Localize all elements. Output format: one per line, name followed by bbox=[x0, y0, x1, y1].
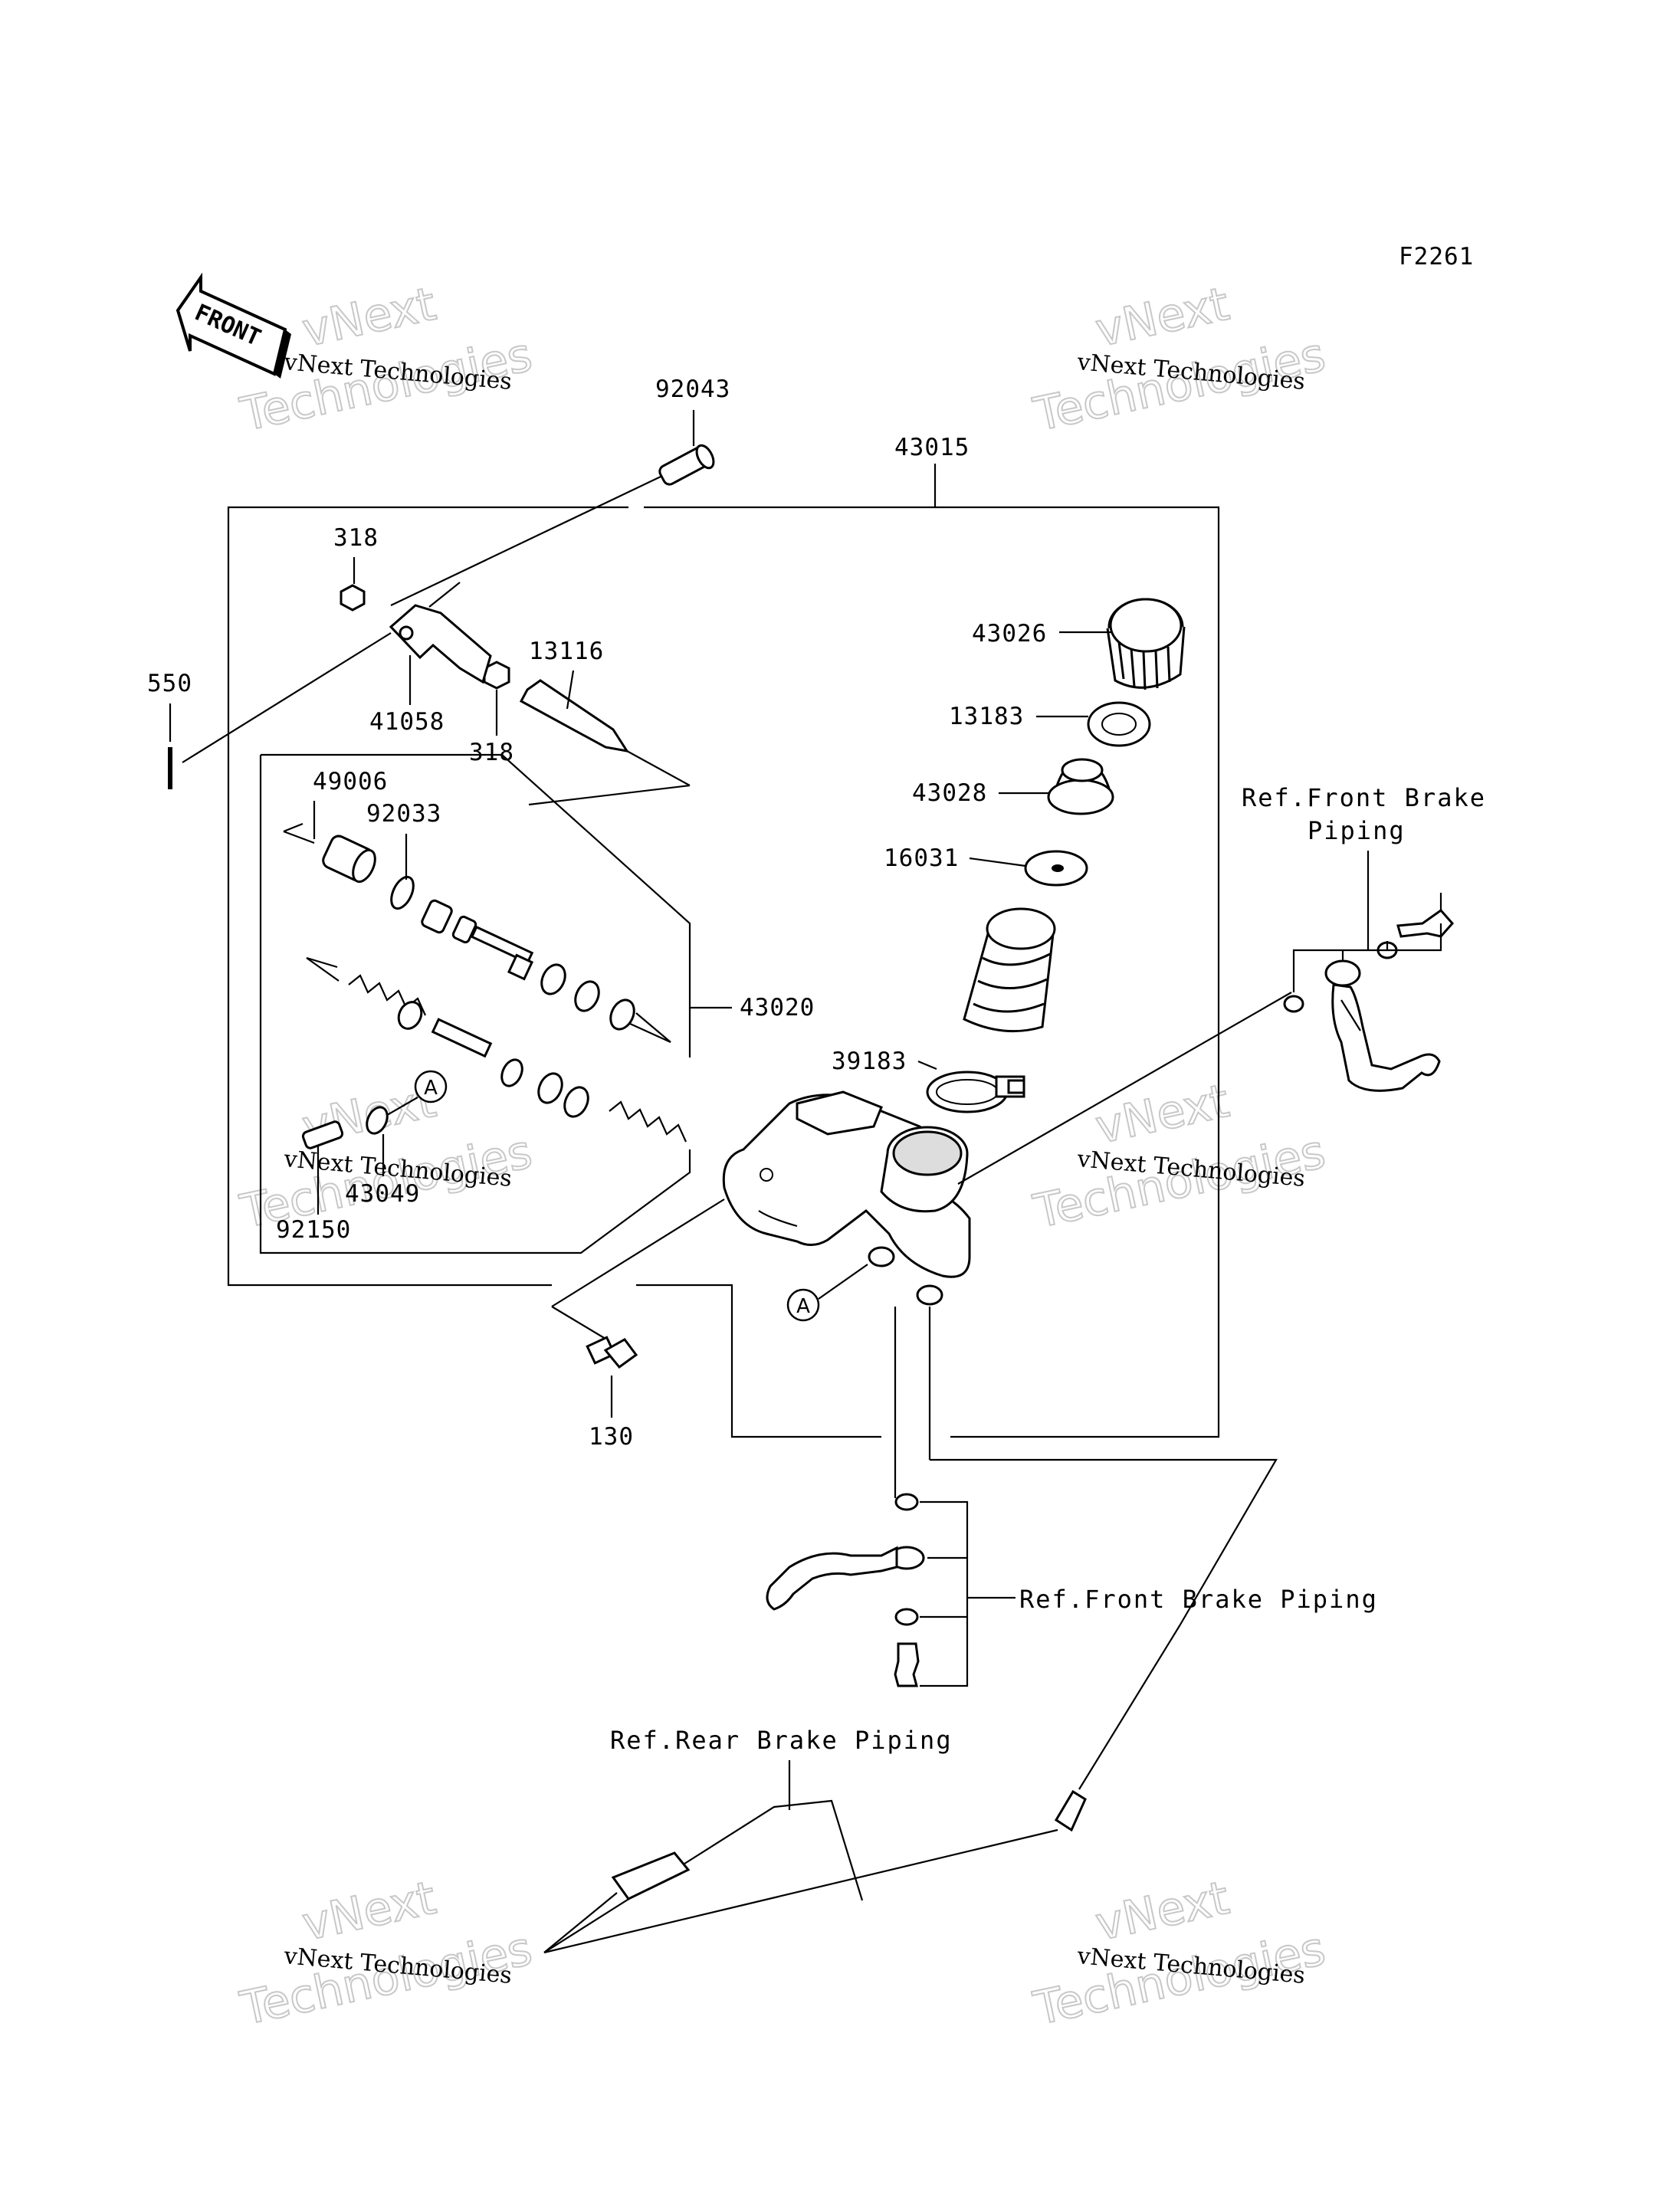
label-16031: 16031 bbox=[884, 844, 959, 872]
callout-a-right: A bbox=[786, 1264, 868, 1322]
watermark-bottom-left: vNext Technologies vNext Technologies bbox=[235, 1871, 538, 2037]
part-16031-float bbox=[1024, 850, 1088, 887]
part-master-cylinder-body bbox=[722, 1090, 971, 1306]
front-direction-arrow-icon: FRONT bbox=[176, 272, 291, 379]
label-550: 550 bbox=[147, 670, 192, 697]
svg-text:A: A bbox=[796, 1295, 810, 1318]
figure-code: F2261 bbox=[1399, 243, 1474, 271]
label-39183: 39183 bbox=[832, 1048, 907, 1075]
part-43026-reservoir-cap bbox=[1106, 598, 1186, 690]
part-39183-clamp bbox=[926, 1071, 1025, 1113]
svg-text:vNext: vNext bbox=[298, 277, 441, 358]
part-43049-washer bbox=[366, 1106, 389, 1135]
part-13116-push-rod bbox=[519, 679, 691, 806]
part-92043-pin bbox=[390, 444, 715, 606]
label-318-upper: 318 bbox=[333, 524, 379, 552]
svg-text:vNext: vNext bbox=[1091, 277, 1234, 358]
part-130-bolt bbox=[586, 1336, 638, 1369]
label-43020: 43020 bbox=[740, 994, 815, 1021]
assembly-outline-43020 bbox=[259, 753, 732, 1254]
part-318-nut-lower bbox=[483, 661, 510, 690]
part-43028-diaphragm bbox=[1047, 758, 1114, 815]
label-43015: 43015 bbox=[894, 434, 970, 461]
label-13116: 13116 bbox=[529, 638, 604, 665]
label-49006: 49006 bbox=[313, 768, 388, 795]
ref-front-brake-piping-bottom: Ref.Front Brake Piping bbox=[1019, 1585, 1378, 1614]
svg-text:A: A bbox=[424, 1077, 438, 1100]
ref-rear-brake-piping: Ref.Rear Brake Piping bbox=[610, 1726, 953, 1755]
label-41058: 41058 bbox=[369, 708, 445, 736]
watermark-bottom-right: vNext Technologies vNext Technologies bbox=[1029, 1871, 1331, 2037]
label-43049: 43049 bbox=[345, 1180, 420, 1208]
part-front-banjo-fitting-bottom bbox=[766, 1307, 1278, 1687]
watermark-top-right: vNext Technologies vNext Technologies bbox=[1029, 277, 1331, 443]
label-92150: 92150 bbox=[276, 1216, 351, 1244]
assembly-outline-43015 bbox=[227, 464, 1220, 1438]
part-318-nut-upper bbox=[340, 584, 366, 612]
part-13183-plate bbox=[1087, 701, 1151, 747]
spring-lower-icon bbox=[609, 1100, 687, 1143]
svg-text:vNext: vNext bbox=[1091, 1074, 1234, 1155]
part-reservoir-hose bbox=[963, 907, 1056, 1033]
watermark-mid-right: vNext Technologies vNext Technologies bbox=[1029, 1074, 1331, 1240]
label-13183: 13183 bbox=[949, 703, 1024, 730]
part-piston-assembly-upper bbox=[421, 899, 671, 1044]
part-550-cotter-pin bbox=[168, 632, 392, 789]
part-rear-brake-pipe bbox=[543, 1624, 1181, 1954]
watermark-mid-left: vNext Technologies vNext Technologies bbox=[235, 1074, 538, 1240]
part-41058-clevis bbox=[389, 582, 492, 684]
svg-text:vNext: vNext bbox=[1091, 1871, 1234, 1952]
svg-text:vNext: vNext bbox=[298, 1871, 441, 1952]
part-piston-assembly-lower bbox=[306, 956, 687, 1143]
callout-a-left: A bbox=[382, 1070, 448, 1118]
ref-front-brake-piping-top-line2: Piping bbox=[1308, 816, 1406, 845]
part-49006-boot bbox=[322, 835, 376, 884]
ref-front-brake-piping-top-line1: Ref.Front Brake bbox=[1242, 783, 1486, 812]
label-92043: 92043 bbox=[655, 375, 730, 403]
label-43028: 43028 bbox=[912, 779, 987, 807]
label-318-lower: 318 bbox=[469, 739, 514, 766]
label-92033: 92033 bbox=[366, 800, 441, 828]
part-92033-circlip bbox=[390, 875, 415, 910]
label-43026: 43026 bbox=[972, 620, 1047, 648]
part-front-banjo-fitting-top bbox=[1283, 908, 1455, 1092]
label-130: 130 bbox=[589, 1423, 634, 1451]
part-92150-screw bbox=[301, 1120, 344, 1149]
